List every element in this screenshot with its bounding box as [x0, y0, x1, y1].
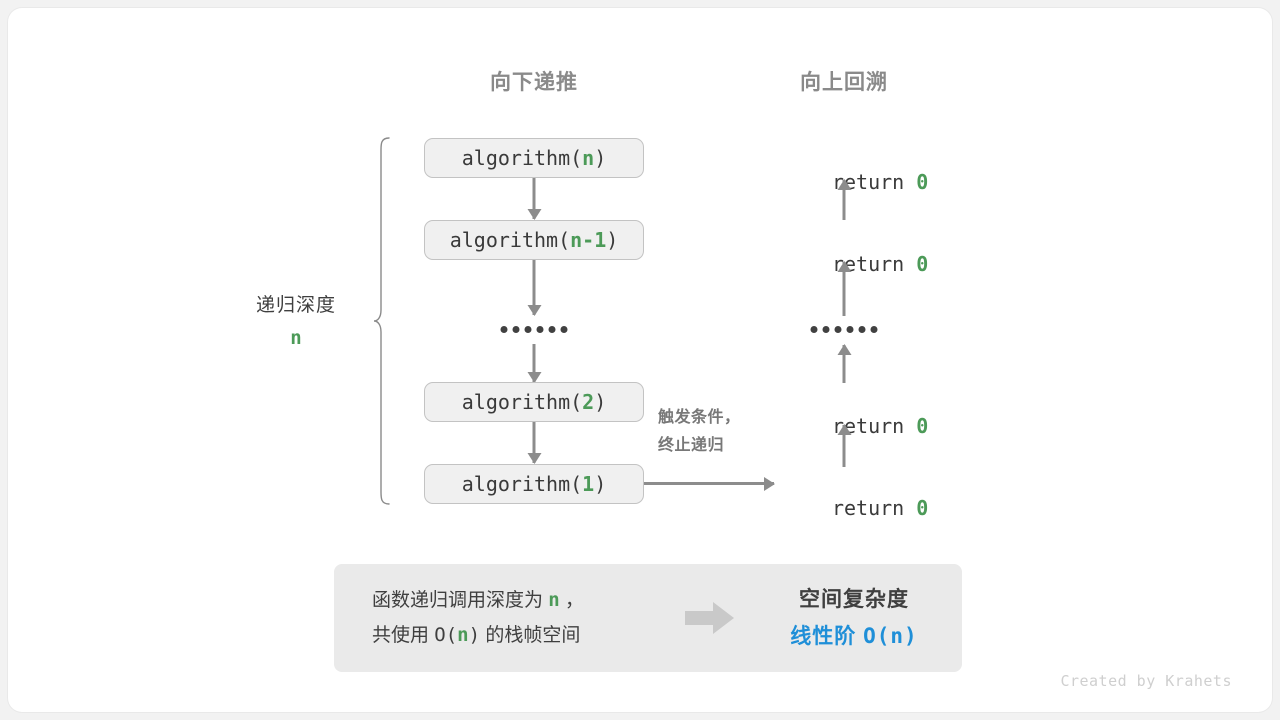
up-arrow-1: [842, 180, 846, 220]
call-box-arg: 1: [582, 472, 595, 496]
return-value: 0: [916, 252, 929, 276]
summary-description: 函数递归调用深度为 n ， 共使用 O(n) 的栈帧空间: [334, 583, 674, 653]
summary-line-1-text-b: ，: [559, 590, 585, 611]
call-box-arg: n-1: [570, 228, 607, 252]
summary-line-1: 函数递归调用深度为 n ，: [372, 583, 674, 618]
space-complexity-value-mono: O(n): [863, 623, 918, 648]
call-box-arg: 2: [582, 390, 595, 414]
call-box-arg: n: [582, 146, 595, 170]
diagram-card: 向下递推 向上回溯 递归深度 n algorithm(n) algorithm(…: [8, 8, 1272, 712]
terminate-arrow: [644, 482, 774, 485]
terminate-line-1: 触发条件，: [658, 409, 741, 426]
up-arrow-3: [842, 345, 846, 383]
summary-line-2-var: n: [457, 624, 469, 646]
space-complexity-value: 线性阶 O(n): [746, 618, 962, 655]
call-box-prefix: algorithm(: [461, 146, 583, 170]
down-arrow-1: [532, 178, 536, 219]
call-box-prefix: algorithm(: [449, 228, 571, 252]
column-header-recursion-down: 向下递推: [490, 71, 578, 94]
call-box-prefix: algorithm(: [461, 472, 583, 496]
up-arrow-4: [842, 425, 846, 467]
terminate-condition-label: 触发条件， 终止递归: [658, 404, 741, 460]
summary-block-arrow-icon: [674, 601, 746, 635]
summary-line-2-text-a: 共使用: [372, 625, 435, 646]
summary-line-2: 共使用 O(n) 的栈帧空间: [372, 618, 674, 653]
ellipsis-dots-left: [500, 326, 568, 333]
call-box-suffix: ): [594, 472, 607, 496]
space-complexity-title: 空间复杂度: [799, 587, 909, 611]
column-header-backtrack-up: 向上回溯: [800, 71, 888, 94]
summary-line-2-text-b: 的栈帧空间: [480, 625, 581, 646]
call-box-n-1[interactable]: algorithm(n-1): [424, 220, 644, 260]
summary-panel: 函数递归调用深度为 n ， 共使用 O(n) 的栈帧空间 空间复杂度 线性阶 O…: [334, 564, 962, 672]
down-arrow-4: [532, 422, 536, 463]
terminate-line-2: 终止递归: [658, 437, 725, 454]
recursion-depth-value: n: [290, 327, 302, 349]
ellipsis-dots-right: [810, 326, 878, 333]
return-value: 0: [916, 496, 929, 520]
summary-line-2-mono-b: ): [468, 624, 481, 646]
summary-conclusion: 空间复杂度 线性阶 O(n): [746, 582, 962, 655]
recursion-depth-label: 递归深度 n: [256, 290, 336, 349]
down-arrow-2: [532, 260, 536, 315]
call-box-suffix: ): [594, 390, 607, 414]
call-box-1[interactable]: algorithm(1): [424, 464, 644, 504]
credit-text: Created by Krahets: [1060, 672, 1232, 690]
return-keyword: return: [831, 496, 917, 520]
summary-line-1-text-a: 函数递归调用深度为: [372, 590, 549, 611]
summary-line-2-mono-a: O(: [434, 624, 458, 646]
return-value: 0: [916, 170, 929, 194]
call-box-2[interactable]: algorithm(2): [424, 382, 644, 422]
call-box-prefix: algorithm(: [461, 390, 583, 414]
summary-line-1-var: n: [548, 589, 560, 611]
call-box-n[interactable]: algorithm(n): [424, 138, 644, 178]
recursion-depth-text: 递归深度: [255, 295, 337, 316]
recursion-depth-brace: [372, 136, 392, 506]
down-arrow-3: [532, 344, 536, 382]
call-box-suffix: ): [606, 228, 619, 252]
call-box-suffix: ): [594, 146, 607, 170]
space-complexity-value-text: 线性阶: [790, 624, 864, 648]
return-statement-4: return 0: [760, 472, 929, 544]
up-arrow-2: [842, 262, 846, 316]
return-value: 0: [916, 414, 929, 438]
